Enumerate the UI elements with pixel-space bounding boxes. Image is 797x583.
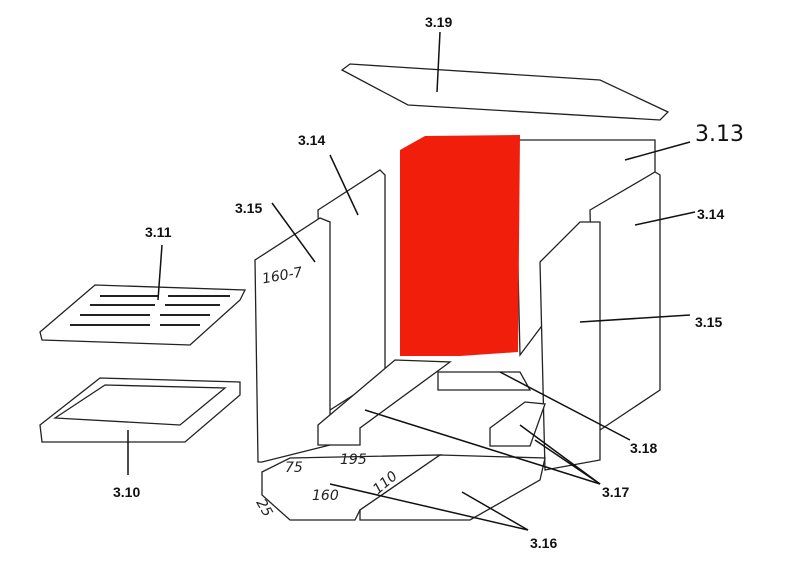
floor-brick-left [317, 359, 452, 446]
floor-brick-right [489, 401, 546, 447]
label-base-plates: 3.16 [530, 535, 558, 551]
annotation-75: 75 [285, 460, 303, 476]
right-side-panel-inner [539, 221, 601, 471]
label-center-brick: 3.18 [630, 440, 658, 456]
base-plate-right [359, 454, 546, 521]
ash-pan-inner [53, 384, 227, 426]
label-right-outer: 3.14 [697, 206, 725, 222]
label-left-inner: 3.15 [235, 200, 263, 216]
label-floor-bricks: 3.17 [602, 484, 630, 500]
grate-slots [70, 295, 230, 326]
label-left-outer: 3.14 [298, 132, 326, 148]
top-plate [340, 63, 670, 121]
label-ash-pan: 3.10 [113, 484, 141, 500]
label-grate: 3.11 [145, 224, 172, 240]
annotation-195: 195 [340, 452, 367, 468]
annotation-160: 160 [312, 488, 339, 504]
leader-lines [127, 31, 696, 531]
label-top-plate: 3.19 [425, 14, 453, 30]
label-back-panel: 3.13 [695, 122, 744, 147]
highlighted-back-wall [400, 135, 520, 356]
base-plate-left [261, 454, 443, 521]
label-right-inner: 3.15 [695, 314, 723, 330]
